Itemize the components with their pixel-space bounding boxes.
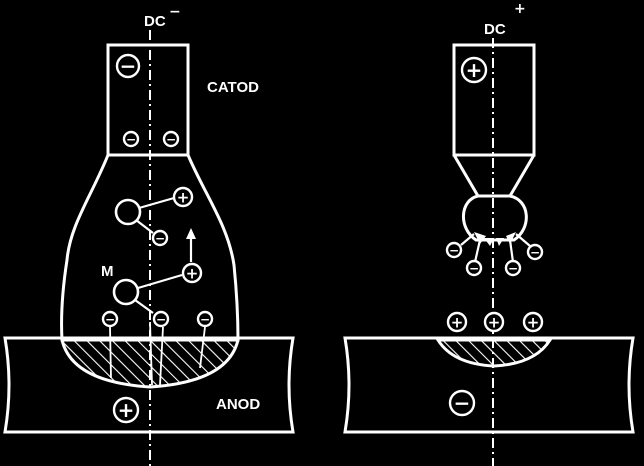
molecule-lower — [112, 278, 140, 306]
electrode-sign-circle — [460, 56, 488, 84]
ion-sign-glyph: + — [177, 188, 190, 206]
electron-circle — [526, 243, 544, 261]
electron-circle — [196, 310, 214, 328]
left-panel-dc-negative: DC − M — [3, 4, 295, 434]
workpiece-sign-sign-glyph: + — [118, 398, 135, 422]
right-title-sign: + — [514, 1, 526, 17]
left-weld-pool — [60, 338, 240, 389]
molten-droplet — [462, 194, 528, 242]
ion-sign-glyph: + — [488, 313, 501, 331]
electron-symbol: − — [526, 243, 544, 261]
right-workpiece — [343, 336, 635, 434]
electron-sign-glyph: − — [449, 243, 459, 257]
electron-circle — [122, 130, 140, 148]
emission-spikes — [474, 232, 516, 246]
workpiece-sign-symbol: − — [448, 389, 476, 417]
ion-sign-glyph: + — [451, 313, 464, 331]
emission-lines — [460, 233, 531, 263]
ion-symbol: + — [181, 262, 203, 284]
electron-circle — [162, 130, 180, 148]
ion-circle — [446, 311, 468, 333]
electron-circle — [445, 241, 463, 259]
electron-circle — [465, 259, 483, 277]
left-title: DC — [144, 13, 166, 30]
electron-circle — [151, 229, 169, 247]
dissociation-line — [137, 273, 183, 290]
electron-sign-glyph: − — [200, 312, 210, 326]
molecule-label: M — [101, 263, 114, 280]
electrode-sign-symbol: − — [115, 53, 141, 79]
workpiece-sign-symbol: + — [112, 396, 140, 424]
workpiece-sign-circle — [112, 396, 140, 424]
electron-symbol: − — [101, 310, 119, 328]
electron-circle — [152, 310, 170, 328]
dissociation-line — [138, 196, 175, 210]
anode-label: ANOD — [216, 396, 260, 413]
ion-circle — [483, 311, 505, 333]
electron-circle — [504, 259, 522, 277]
electron-sign-glyph: − — [156, 312, 166, 326]
cathode-label: CATOD — [207, 79, 259, 96]
ion-symbol: + — [483, 311, 505, 333]
electron-sign-glyph: − — [530, 245, 540, 259]
electron-symbol: − — [162, 130, 180, 148]
left-electrode-body — [106, 43, 190, 157]
ion-symbol: + — [446, 311, 468, 333]
molecule-upper — [114, 198, 142, 226]
ion-symbol: + — [172, 186, 194, 208]
ion-circle — [181, 262, 203, 284]
electron-symbol: − — [122, 130, 140, 148]
electrode-sign-symbol: + — [460, 56, 488, 84]
electron-sign-glyph: − — [166, 132, 176, 146]
electrode-sign-sign-glyph: + — [466, 58, 483, 82]
arrow-up-icon — [186, 228, 196, 239]
electron-symbol: − — [445, 241, 463, 259]
electrode-sign-circle — [115, 53, 141, 79]
electron-symbol: − — [152, 310, 170, 328]
left-arc-column — [60, 154, 240, 342]
electron-sign-glyph: − — [508, 261, 518, 275]
centerlines — [149, 30, 494, 466]
electron-symbol: − — [465, 259, 483, 277]
charge-symbols: −−−+−+−−−++−−−−+++− — [101, 53, 544, 424]
workpiece-sign-sign-glyph: − — [454, 391, 471, 415]
right-title: DC — [484, 21, 506, 38]
electron-sign-glyph: − — [469, 261, 479, 275]
ion-circle — [172, 186, 194, 208]
electron-symbol: − — [151, 229, 169, 247]
electron-sign-glyph: − — [126, 132, 136, 146]
ion-sign-glyph: + — [527, 313, 540, 331]
electron-circle — [101, 310, 119, 328]
right-panel-dc-positive: DC + — [343, 1, 635, 434]
left-workpiece — [3, 336, 295, 434]
right-electrode-tip — [452, 154, 536, 198]
left-title-sign: − — [169, 4, 181, 20]
electron-sign-glyph: − — [155, 231, 165, 245]
electrode-sign-sign-glyph: − — [120, 54, 137, 78]
workpiece-sign-circle — [448, 389, 476, 417]
electron-symbol: − — [196, 310, 214, 328]
electron-sign-glyph: − — [105, 312, 115, 326]
electron-symbol: − — [504, 259, 522, 277]
ion-sign-glyph: + — [186, 264, 199, 282]
ion-circle — [522, 311, 544, 333]
ion-symbol: + — [522, 311, 544, 333]
